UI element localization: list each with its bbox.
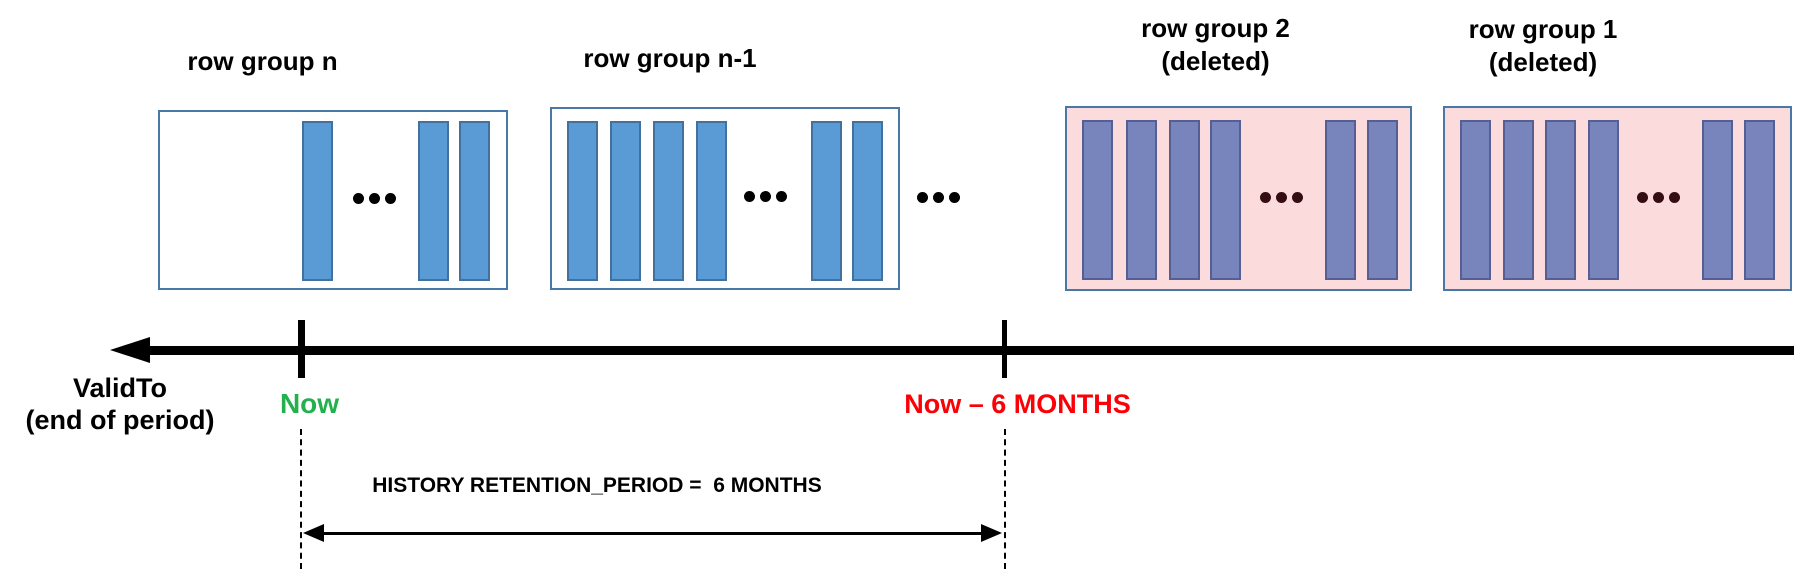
cutoff-tick <box>1002 320 1007 378</box>
columnstore-bar <box>1210 120 1241 280</box>
cutoff-label: Now – 6 MONTHS <box>904 389 1131 419</box>
columnstore-bar <box>1744 120 1775 280</box>
axis-caption: ValidTo (end of period) <box>6 372 234 436</box>
row-group-title: row group n <box>187 46 338 76</box>
columnstore-bar <box>696 121 727 281</box>
columnstore-bar <box>567 121 598 281</box>
row-group-n-box <box>158 110 508 290</box>
columnstore-bar <box>1503 120 1534 280</box>
cutoff-dashed-line <box>1004 429 1006 569</box>
columnstore-bar <box>459 121 490 281</box>
now-dashed-line <box>300 429 302 569</box>
retention-period-label: HISTORY RETENTION_PERIOD = 6 MONTHS <box>372 474 822 497</box>
now-label: Now <box>279 388 340 419</box>
dot <box>1260 192 1271 203</box>
ellipsis-icon <box>744 191 787 202</box>
timeline-left-arrowhead-icon <box>110 337 150 363</box>
retention-arrow-right-head-icon <box>981 524 1002 542</box>
dot <box>385 193 396 204</box>
row-group-2-label: row group 2 (deleted) <box>1088 12 1343 78</box>
columnstore-bar <box>1169 120 1200 280</box>
columnstore-bar <box>1082 120 1113 280</box>
columnstore-bar <box>610 121 641 281</box>
row-group-n1-label: row group n-1 <box>548 42 792 75</box>
row-group-title: row group 2 <box>1141 13 1290 43</box>
dot <box>1653 192 1664 203</box>
axis-caption-line1: ValidTo <box>72 373 167 403</box>
dot <box>1276 192 1287 203</box>
dot <box>776 191 787 202</box>
ellipsis-icon <box>1637 192 1680 203</box>
dot <box>760 191 771 202</box>
columnstore-bar <box>1460 120 1491 280</box>
dot <box>949 192 960 203</box>
retention-arrow-left-head-icon <box>303 524 324 542</box>
dot <box>1292 192 1303 203</box>
dot <box>353 193 364 204</box>
dot <box>917 192 928 203</box>
dot <box>1669 192 1680 203</box>
row-group-1-box <box>1443 106 1792 291</box>
columnstore-bar <box>811 121 842 281</box>
ellipsis-icon <box>1260 192 1303 203</box>
row-group-deleted-tag: (deleted) <box>1161 46 1270 76</box>
columnstore-bar <box>1367 120 1398 280</box>
columnstore-bar <box>1545 120 1576 280</box>
row-group-title: row group n-1 <box>583 43 757 73</box>
now-tick <box>298 320 305 378</box>
dot <box>744 191 755 202</box>
row-group-n1-box <box>550 107 900 290</box>
retention-arrow-line <box>320 532 983 535</box>
row-group-title: row group 1 <box>1468 14 1618 44</box>
dot <box>1637 192 1648 203</box>
columnstore-bar <box>1325 120 1356 280</box>
row-group-2-box <box>1065 106 1412 291</box>
columnstore-bar <box>1702 120 1733 280</box>
timeline-axis <box>146 346 1794 355</box>
row-group-1-label: row group 1 (deleted) <box>1418 13 1668 79</box>
dot <box>369 193 380 204</box>
columnstore-bar <box>302 121 333 281</box>
dot <box>933 192 944 203</box>
ellipsis-icon <box>353 193 396 204</box>
columnstore-bar <box>852 121 883 281</box>
columnstore-bar <box>1126 120 1157 280</box>
columnstore-bar <box>653 121 684 281</box>
columnstore-bar <box>1588 120 1619 280</box>
columnstore-bar <box>418 121 449 281</box>
axis-caption-line2: (end of period) <box>25 405 215 435</box>
row-group-n-label: row group n <box>155 45 370 78</box>
ellipsis-icon <box>917 192 960 203</box>
row-group-deleted-tag: (deleted) <box>1488 47 1598 77</box>
